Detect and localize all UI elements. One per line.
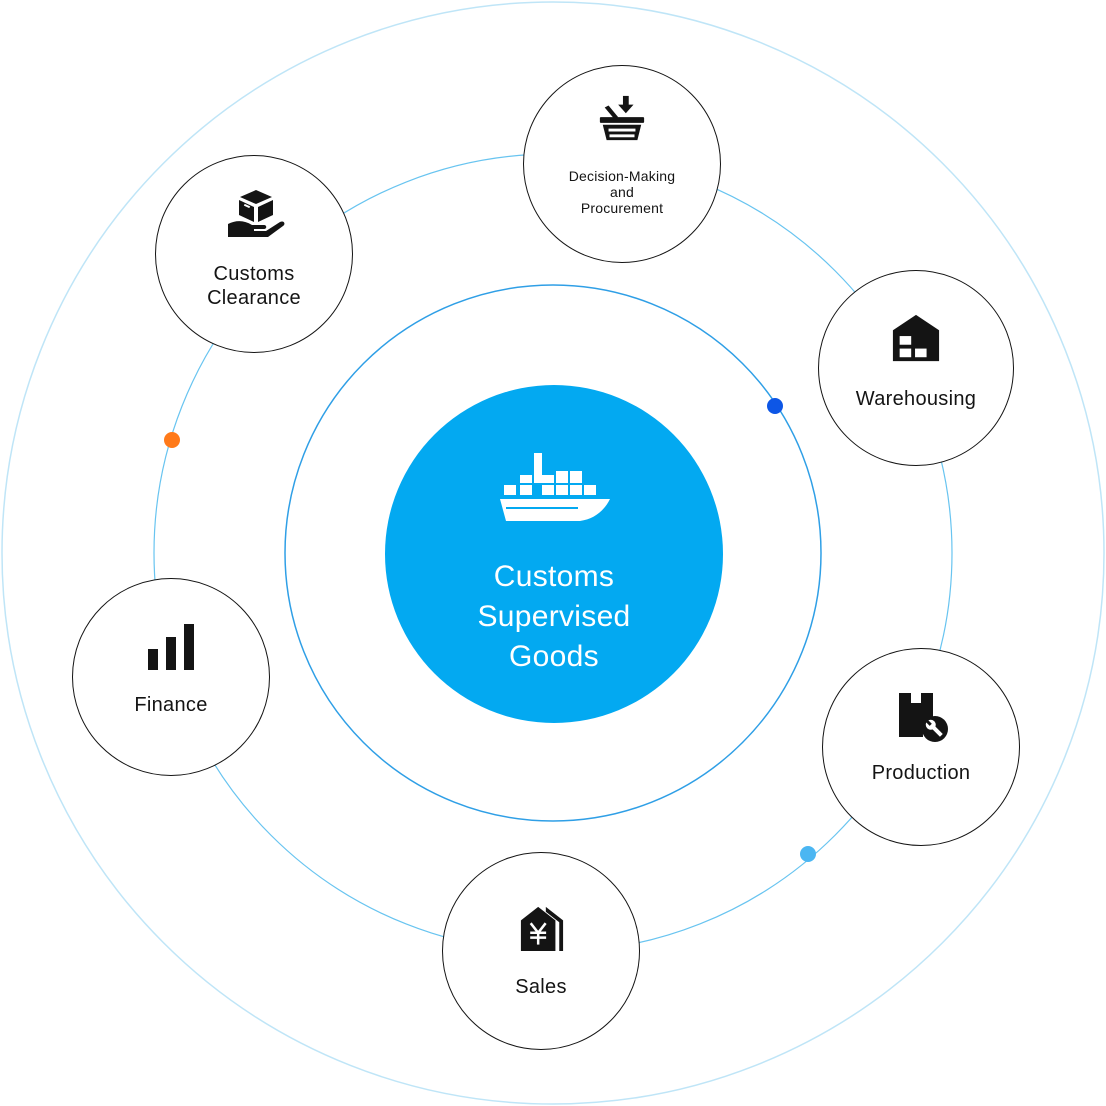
node-label-line: Production [871,762,971,784]
warehouse-icon [892,314,940,362]
node-label: Warehousing [819,387,1013,411]
center-label: Customs Supervised Goods [385,557,723,677]
node-production: Production [822,648,1020,846]
node-warehousing: Warehousing [818,270,1014,466]
node-label-line: Procurement [580,200,664,216]
node-label: Decision-Making and Procurement [524,168,720,216]
inner-ring [284,284,822,822]
shopping-basket-icon [599,95,645,141]
light-blue-dot [800,846,816,862]
blue-dot [767,398,783,414]
factory-wrench-icon [899,693,948,742]
node-customs-clearance: Customs Clearance [155,155,353,353]
node-label: Sales [443,975,639,999]
center-hub: Customs Supervised Goods [385,385,723,723]
node-label-line: Warehousing [855,388,977,410]
node-label-line: Customs [213,263,295,285]
node-label-line: Finance [134,694,208,716]
bar-chart-icon [148,624,194,670]
hand-package-icon [228,190,285,237]
node-decision-making: Decision-Making and Procurement [523,65,721,263]
orange-dot [164,432,180,448]
cargo-ship-icon [500,453,610,521]
node-label-line: and [610,184,634,200]
node-finance: Finance [72,578,270,776]
node-label: Production [823,761,1019,785]
center-label-line: Customs [493,560,615,593]
node-label-line: Sales [515,976,567,998]
center-label-line: Supervised [477,600,631,633]
node-label: Finance [73,693,269,717]
node-label-line: Decision-Making [568,168,676,184]
node-label-line: Clearance [207,287,301,309]
node-sales: Sales [442,852,640,1050]
node-label: Customs Clearance [156,262,352,310]
center-label-line: Goods [509,640,599,673]
yen-store-icon [520,906,564,951]
